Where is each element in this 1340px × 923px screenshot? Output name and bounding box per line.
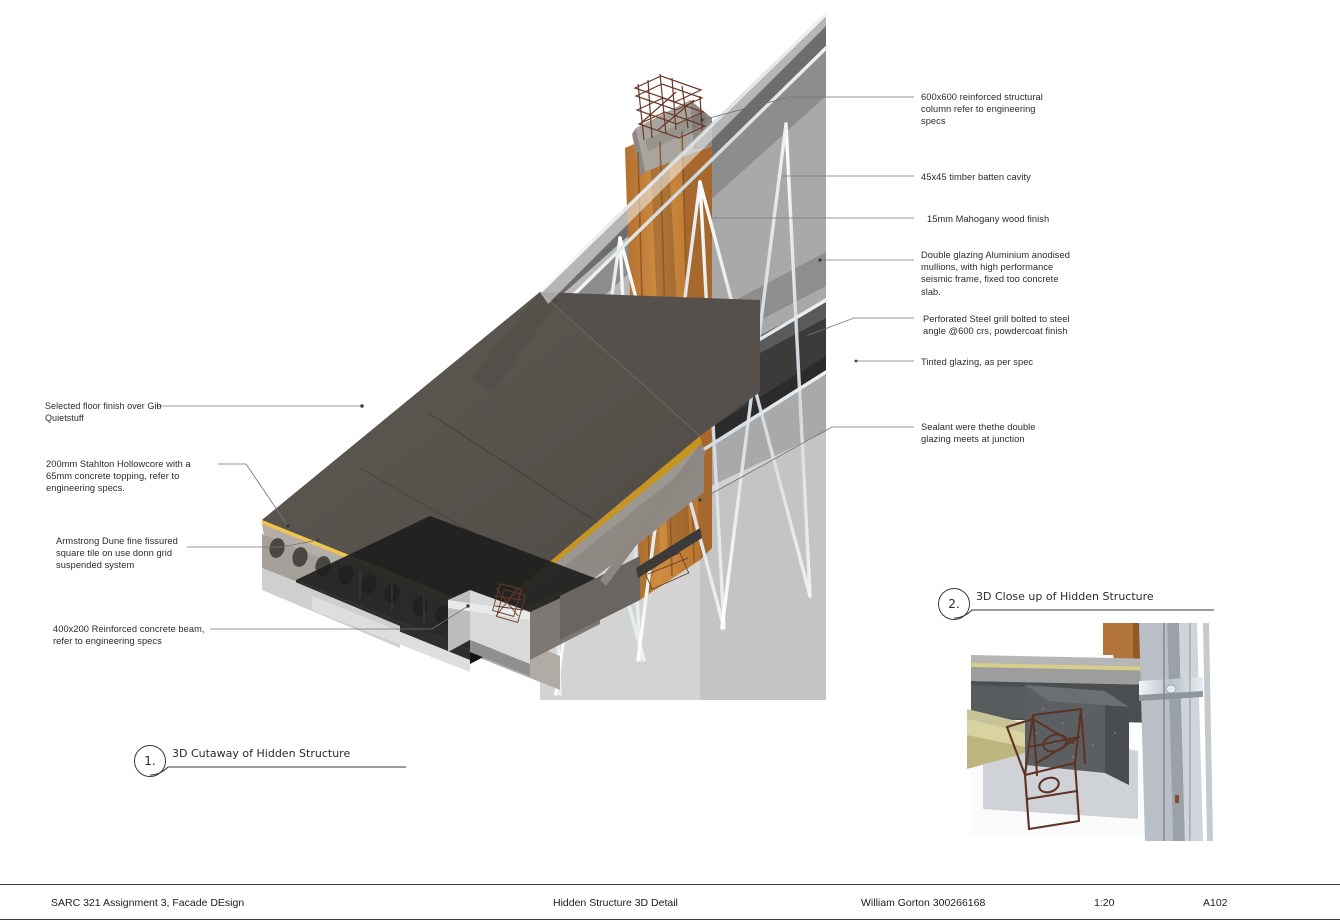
view-title-1[interactable]: 1. 3D Cutaway of Hidden Structure [134, 745, 414, 781]
annotation-tinted-glazing: Tinted glazing, as per spec [921, 357, 1034, 367]
view-label-1: 3D Cutaway of Hidden Structure [172, 747, 351, 760]
view-number-2: 2. [948, 597, 960, 611]
annotation-hollowcore: 200mm Stahlton Hollowcore with a 65mm co… [46, 459, 191, 494]
beam-rebar-cage [492, 582, 526, 624]
annotation-ceiling-tile: Armstrong Dune fine fissured square tile… [56, 536, 178, 571]
annotation-floor-finish: Selected floor finish over Gib Quietstuf… [45, 401, 162, 424]
view-title-2-rule [953, 609, 1214, 619]
leader-end-dots [286, 118, 858, 608]
annotation-concrete-beam: 400x200 Reinforced concrete beam, refer … [53, 624, 205, 647]
closeup-artwork [963, 623, 1213, 841]
annotation-steel-grill: Perforated Steel grill bolted to steel a… [923, 314, 1070, 337]
annotation-column: 600x600 reinforced structural column ref… [921, 92, 1043, 127]
curtain-wall-closeup [1139, 623, 1203, 841]
view-number-2-circle: 2. [938, 588, 970, 620]
column-rebar-cage [633, 73, 707, 141]
annotation-batten: 45x45 timber batten cavity [921, 172, 1031, 182]
title-block-project: SARC 321 Assignment 3, Facade DEsign [51, 897, 245, 909]
annotation-sealant: Sealant were thethe double glazing meets… [921, 422, 1036, 445]
view-label-2: 3D Close up of Hidden Structure [976, 590, 1154, 603]
annotation-mahogany: 15mm Mahogany wood finish [927, 214, 1050, 224]
cutaway-3d-render [262, 12, 828, 700]
title-block-rule-bottom [0, 919, 1340, 920]
slab-edge-beam [530, 444, 706, 660]
view-number-1-circle: 1. [134, 745, 166, 777]
title-block-scale: 1:20 [1094, 897, 1115, 909]
title-block-rule-top [0, 884, 1340, 885]
title-block-drawing-title: Hidden Structure 3D Detail [553, 897, 678, 909]
annotation-double-glazing: Double glazing Aluminium anodised mullio… [921, 250, 1070, 297]
slab-top-highlight [540, 14, 826, 304]
rebar-cage-closeup [1005, 707, 1087, 831]
view-title-2[interactable]: 2. 3D Close up of Hidden Structure [938, 588, 1218, 622]
title-block-sheet-number: A102 [1203, 897, 1228, 909]
steel-angle [636, 528, 702, 590]
title-block-author: William Gorton 300266168 [861, 897, 986, 909]
view-title-1-rule [149, 766, 406, 776]
view-number-1: 1. [144, 754, 156, 768]
closeup-3d-render [963, 623, 1213, 841]
